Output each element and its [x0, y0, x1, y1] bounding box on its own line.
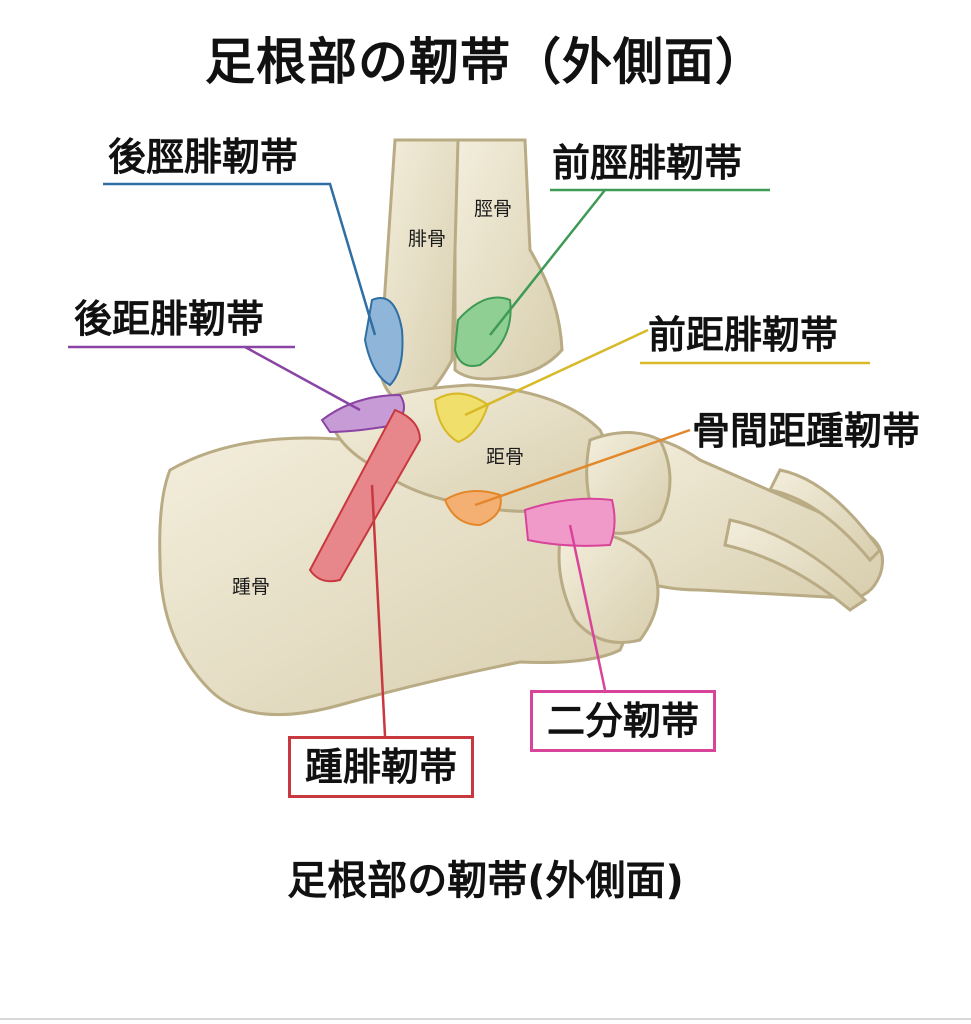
interosseous-talocalcaneal-ligament [443, 490, 502, 527]
toes-bone-2 [723, 518, 868, 612]
posterior-tibiofibular-label: 後脛腓靭帯 [108, 135, 299, 179]
anterior-tibiofibular-ligament [453, 296, 512, 367]
fibula-label: 腓骨 [408, 228, 447, 250]
calcaneofibular-leader [370, 484, 387, 737]
cuboid-bone [557, 531, 660, 644]
posterior-talofibular-label: 後距腓靭帯 [74, 297, 265, 341]
footer-divider [0, 1018, 971, 1020]
page-title: 足根部の靭帯（外側面） [205, 33, 766, 91]
bifurcate-ligament [523, 497, 616, 547]
toes-bone [767, 468, 882, 563]
leader-lines [68, 182, 870, 737]
posterior-tibiofibular-leader [103, 182, 377, 336]
anterior-talofibular-label: 前距腓靭帯 [648, 313, 839, 357]
bifurcate-leader [568, 524, 607, 691]
interosseous-talocalcaneal-label: 骨間距踵靭帯 [692, 409, 921, 453]
ligaments [308, 296, 616, 583]
posterior-talofibular-ligament [320, 393, 405, 434]
bifurcate-label: 二分靭帯 [530, 690, 717, 752]
anterior-tibiofibular-label: 前脛腓靭帯 [552, 141, 743, 185]
interosseous-talocalcaneal-leader [474, 428, 691, 507]
caption: 足根部の靭帯(外側面) [287, 858, 684, 904]
posterior-tibiofibular-ligament [363, 297, 404, 387]
anterior-talofibular-ligament [433, 392, 490, 444]
tibia-label: 脛骨 [474, 198, 513, 220]
posterior-talofibular-leader [68, 345, 361, 412]
anterior-talofibular-leader [464, 328, 870, 417]
talus-label: 距骨 [486, 446, 525, 468]
calcaneofibular-label: 踵腓靭帯 [288, 736, 475, 798]
calcaneus-label: 踵骨 [232, 576, 271, 598]
anterior-tibiofibular-leader [489, 188, 770, 336]
calcaneofibular-ligament [308, 408, 422, 583]
